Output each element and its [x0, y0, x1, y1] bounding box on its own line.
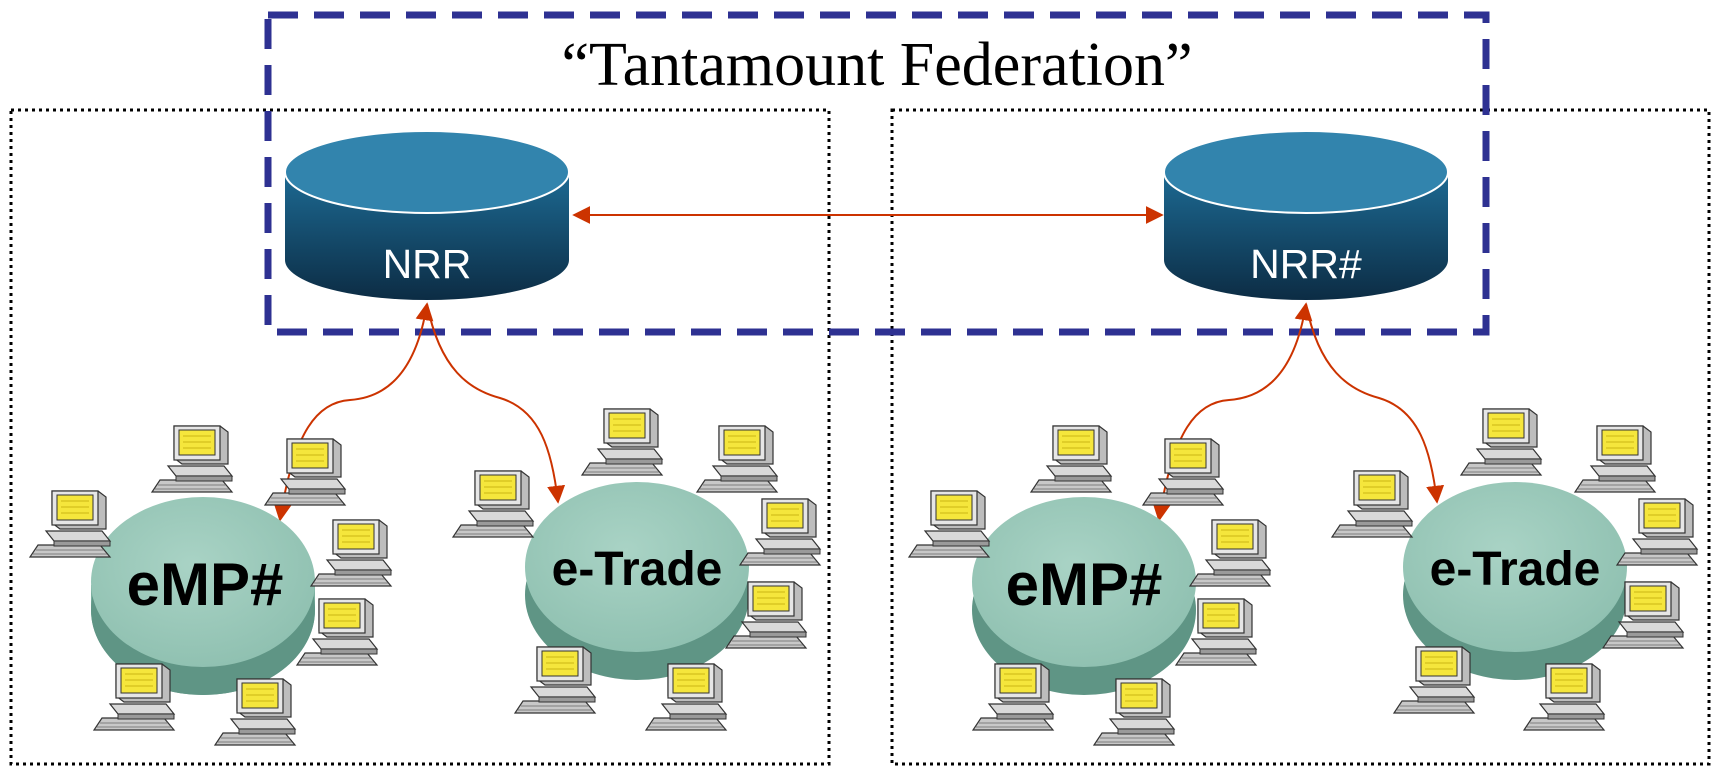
- workstation-icon: [310, 519, 392, 587]
- nrr-hash-database: NRR#: [1163, 130, 1449, 300]
- workstation-icon: [696, 425, 778, 493]
- workstation-icon: [29, 490, 111, 558]
- emp-label-right: eMP#: [1006, 551, 1163, 618]
- etrade-network-right: e-Trade: [1403, 482, 1627, 680]
- domain-left-border: [9, 108, 831, 766]
- workstation-icon: [1331, 470, 1413, 538]
- workstation-icon: [151, 425, 233, 493]
- workstation-icon: [1616, 498, 1698, 566]
- workstation-icon: [1142, 438, 1224, 506]
- nrr-database: NRR: [284, 130, 570, 300]
- workstation-icon: [1460, 408, 1542, 476]
- emp-label-left: eMP#: [127, 551, 284, 618]
- workstation-icon: [972, 663, 1054, 731]
- nrr-label: NRR: [383, 241, 472, 287]
- emp-network-left: eMP#: [91, 497, 315, 695]
- workstation-icon: [1574, 425, 1656, 493]
- workstation-icon: [1030, 425, 1112, 493]
- workstation-icon: [581, 408, 663, 476]
- arrow-nrr-to-etrade-left: [426, 303, 566, 504]
- workstation-icon: [908, 490, 990, 558]
- domain-right-border: [890, 108, 1711, 766]
- arrow-nrr-to-etrade-right: [1305, 303, 1445, 504]
- workstation-icon: [264, 438, 346, 506]
- workstation-icon: [1189, 519, 1271, 587]
- workstation-icon: [93, 663, 175, 731]
- etrade-label-right: e-Trade: [1430, 543, 1601, 596]
- federation-border: [264, 11, 1490, 336]
- emp-network-right: eMP#: [972, 497, 1196, 695]
- workstation-icon: [1393, 646, 1475, 714]
- federation-title: “Tantamount Federation”: [562, 31, 1193, 99]
- nrr-hash-label: NRR#: [1250, 241, 1362, 287]
- workstation-icon: [452, 470, 534, 538]
- etrade-label-left: e-Trade: [552, 543, 723, 596]
- workstation-icon: [739, 498, 821, 566]
- etrade-network-left: e-Trade: [525, 482, 749, 680]
- workstation-icon: [514, 646, 596, 714]
